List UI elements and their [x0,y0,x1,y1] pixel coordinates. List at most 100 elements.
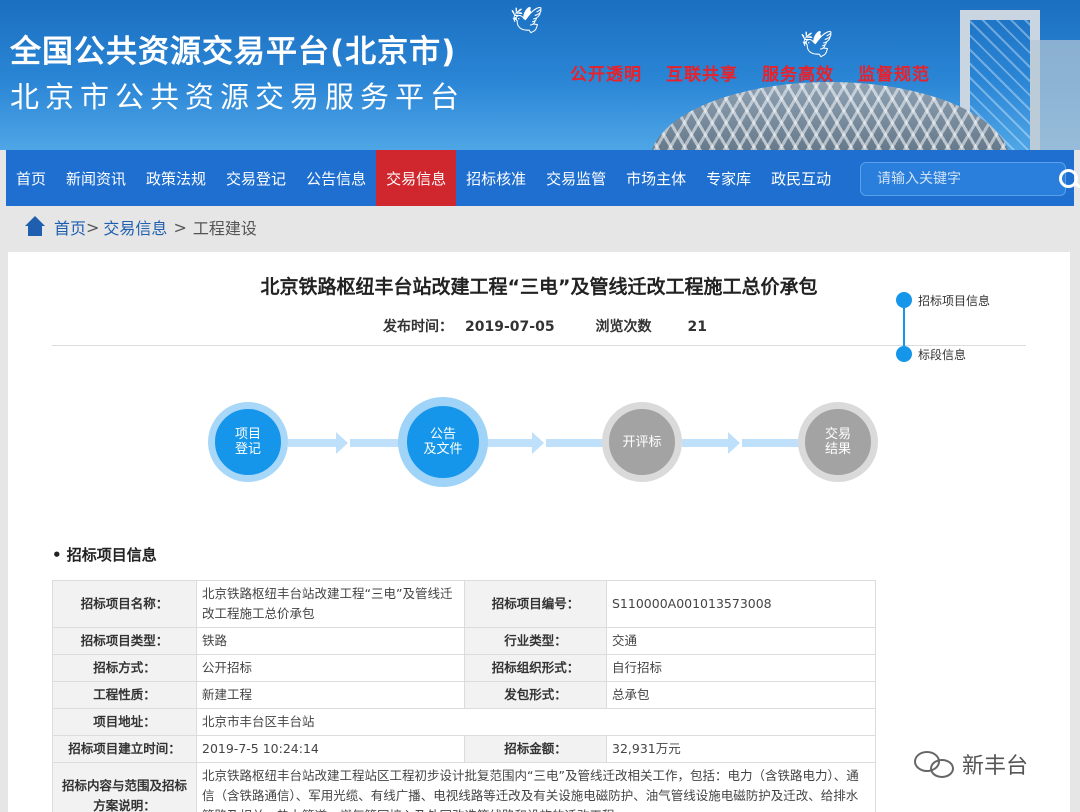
table-row: 招标内容与范围及招标方案说明： 北京铁路枢纽丰台站改建工程站区工程初步设计批复范… [52,762,876,812]
step-connector [546,439,604,447]
nav-item-market-entities[interactable]: 市场主体 [626,169,687,188]
section-title: • 招标项目信息 [52,546,157,564]
wechat-icon [912,749,956,779]
table-value: 公开招标 [196,654,465,682]
article-meta: 发布时间： 2019-07-05 浏览次数 21 [8,316,1070,336]
slogans: 公开透明 互联共享 服务高效 监督规范 [570,60,930,85]
table-label: 招标方式： [52,654,197,682]
step-connector [742,439,800,447]
table-row: 招标项目类型： 铁路 行业类型： 交通 [52,627,876,655]
main-nav: 首页 新闻资讯 政策法规 交易登记 公告信息 交易信息 招标核准 交易监管 市场… [6,150,1078,206]
search-input[interactable] [861,171,1051,187]
step-label: 开评标 [622,434,662,450]
step-project-registration[interactable]: 项目登记 [208,402,288,482]
watermark-text: 新丰台 [962,754,1029,779]
table-label: 招标组织形式： [464,654,607,682]
search-box [860,162,1078,196]
nav-item-experts[interactable]: 专家库 [706,169,752,188]
step-bid-opening[interactable]: 开评标 [602,402,682,482]
step-label: 登记 [234,442,261,457]
table-row: 工程性质： 新建工程 发包形式： 总承包 [52,681,876,709]
step-label: 项目 [234,427,261,442]
site-subtitle: 北京市公共资源交易服务平台 [10,80,466,114]
side-nav-item-project-info[interactable]: 招标项目信息 [918,294,991,308]
breadcrumb-trade-info[interactable]: 交易信息 [103,219,168,238]
table-label: 行业类型： [464,627,607,655]
side-nav-dot[interactable] [896,292,912,308]
nav-item-announcements[interactable]: 公告信息 [306,169,367,188]
slogan: 服务高效 [762,65,834,85]
side-nav-item-lot-info[interactable]: 标段信息 [918,348,967,362]
nav-item-home[interactable]: 首页 [16,169,47,188]
step-connector [350,439,402,447]
watermark: 新丰台 [912,748,1028,780]
step-announcement[interactable]: 公告及文件 [398,397,488,487]
table-value: 北京铁路枢纽丰台站改建工程站区工程初步设计批复范围内“三电”及管线迁改相关工作，… [196,762,876,812]
table-value: 新建工程 [196,681,465,709]
content-panel: 北京铁路枢纽丰台站改建工程“三电”及管线迁改工程施工总价承包 发布时间： 2019… [8,252,1070,812]
side-nav-dot[interactable] [896,346,912,362]
table-label: 招标内容与范围及招标方案说明： [52,762,197,812]
table-value: 32,931万元 [606,735,876,763]
table-label: 招标项目类型： [52,627,197,655]
progress-steps: 项目登记 公告及文件 开评标 交易结果 [208,397,878,487]
step-label: 结果 [824,442,851,457]
views-count: 21 [687,319,707,335]
step-label: 公告 [429,427,456,442]
project-info-table: 招标项目名称： 北京铁路枢纽丰台站改建工程“三电”及管线迁改工程施工总价承包 招… [52,580,876,812]
table-value: 自行招标 [606,654,876,682]
nav-item-interaction[interactable]: 政民互动 [771,169,832,188]
table-value: 总承包 [606,681,876,709]
dove-icon: 🕊 [510,6,544,36]
search-icon[interactable] [1051,162,1078,196]
table-value: 交通 [606,627,876,655]
dove-icon-2: 🕊 [800,30,834,60]
table-row: 招标项目建立时间： 2019-7-5 10:24:14 招标金额： 32,931… [52,735,876,763]
table-value: S110000A001013573008 [606,580,876,628]
slogan: 互联共享 [666,65,738,85]
step-connector [682,439,732,447]
breadcrumb: 首页 > 交易信息 > 工程建设 [24,214,257,240]
breadcrumb-current: 工程建设 [192,219,257,238]
nav-item-policy[interactable]: 政策法规 [146,169,207,188]
breadcrumb-separator: > [173,217,187,237]
table-label: 发包形式： [464,681,607,709]
side-nav: 招标项目信息 标段信息 [896,292,1046,362]
home-icon[interactable] [24,216,46,238]
step-trade-result[interactable]: 交易结果 [798,402,878,482]
table-label: 招标项目编号： [464,580,607,628]
step-connector [486,439,536,447]
nav-item-trade-info[interactable]: 交易信息 [376,150,457,206]
breadcrumb-home[interactable]: 首页 [54,219,87,238]
site-title: 全国公共资源交易平台(北京市) [10,34,457,70]
table-label: 招标项目建立时间： [52,735,197,763]
nav-item-registration[interactable]: 交易登记 [226,169,287,188]
step-arrow-icon [336,432,348,454]
publish-label: 发布时间： [383,319,454,335]
table-value: 北京市丰台区丰台站 [196,708,876,736]
publish-date: 2019-07-05 [465,319,555,335]
breadcrumb-separator: > [86,217,100,237]
nav-item-supervision[interactable]: 交易监管 [546,169,607,188]
table-value: 铁路 [196,627,465,655]
step-label: 交易 [824,427,851,442]
slogan: 公开透明 [570,65,642,85]
header-banner: 🕊 🕊 全国公共资源交易平台(北京市) 北京市公共资源交易服务平台 公开透明 互… [0,0,1080,150]
table-label: 项目地址： [52,708,197,736]
divider [52,345,1026,346]
nav-item-news[interactable]: 新闻资讯 [66,169,127,188]
table-value: 2019-7-5 10:24:14 [196,735,465,763]
step-connector [288,439,340,447]
table-row: 招标方式： 公开招标 招标组织形式： 自行招标 [52,654,876,682]
views-label: 浏览次数 [595,319,652,335]
nav-item-bid-approval[interactable]: 招标核准 [466,169,527,188]
table-label: 招标项目名称： [52,580,197,628]
table-row: 项目地址： 北京市丰台区丰台站 [52,708,876,736]
table-label: 工程性质： [52,681,197,709]
step-arrow-icon [728,432,740,454]
building-illustration-2 [1030,40,1080,150]
table-row: 招标项目名称： 北京铁路枢纽丰台站改建工程“三电”及管线迁改工程施工总价承包 招… [52,580,876,628]
page-title: 北京铁路枢纽丰台站改建工程“三电”及管线迁改工程施工总价承包 [260,276,818,298]
step-arrow-icon [532,432,544,454]
slogan: 监督规范 [858,65,930,85]
